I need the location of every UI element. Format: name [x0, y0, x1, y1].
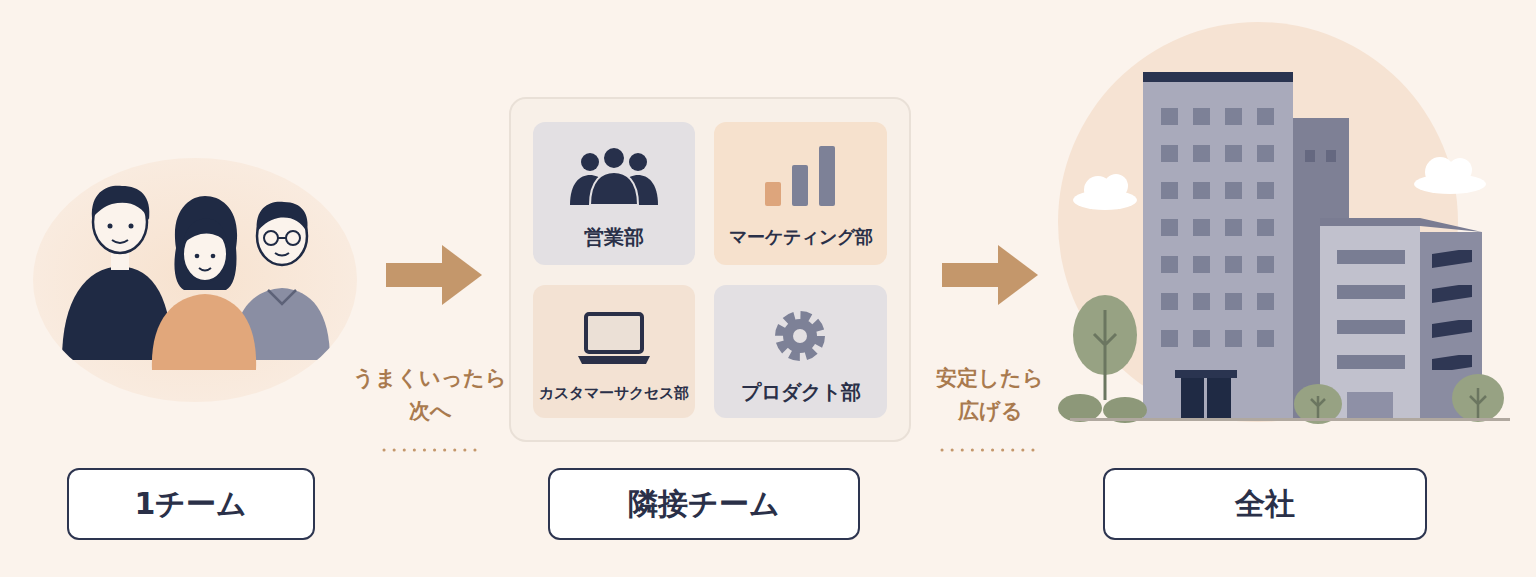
bar-chart-icon — [765, 182, 781, 206]
department-tile: カスタマーサクセス部 — [533, 285, 695, 418]
people-icon — [570, 175, 610, 205]
annex-door — [1347, 392, 1393, 420]
bush — [1452, 374, 1504, 422]
cloud — [1073, 174, 1137, 210]
bar-chart-icon — [765, 146, 835, 206]
dotted-rule — [384, 449, 1034, 452]
stage-arrow — [442, 245, 482, 305]
person-mouth — [275, 253, 289, 256]
person-glasses — [264, 231, 278, 245]
ground-line — [1070, 418, 1510, 421]
team-backdrop — [33, 158, 357, 402]
step-condition: 安定したら 広げる — [936, 362, 1044, 427]
side-window — [1305, 150, 1315, 162]
annex-side-windows — [1432, 250, 1472, 370]
annex — [1320, 218, 1420, 420]
tower-windows — [1161, 108, 1274, 348]
gear-icon — [783, 319, 817, 353]
annex-roof — [1320, 218, 1482, 232]
stage-label-box: 隣接チーム — [548, 468, 860, 540]
annex-windows — [1337, 250, 1405, 370]
stage-arrow — [942, 263, 1002, 287]
cloud — [1414, 157, 1486, 194]
stage-arrow — [998, 245, 1038, 305]
department-tile: プロダクト部 — [714, 285, 887, 418]
laptop-icon — [578, 314, 650, 364]
company-illustration — [1058, 22, 1510, 424]
door-split — [1204, 378, 1207, 420]
gear-icon — [781, 317, 819, 355]
stage-name: 全社 — [1235, 486, 1295, 522]
department-tile: マーケティング部 — [714, 122, 887, 265]
bar-chart-icon — [819, 146, 835, 206]
person-eye — [195, 254, 200, 259]
tree — [1058, 295, 1147, 423]
department-name: プロダクト部 — [741, 380, 861, 404]
dotted-rule — [942, 449, 1034, 452]
people-icon — [603, 147, 625, 169]
stage-label-box: 1チーム — [67, 468, 315, 540]
dotted-rule — [384, 449, 476, 452]
people-icon — [618, 175, 658, 205]
department-name: カスタマーサクセス部 — [539, 384, 689, 402]
bush — [1470, 388, 1486, 420]
bar-chart-icon — [792, 165, 808, 206]
bush — [1452, 374, 1504, 422]
person-hair — [257, 202, 308, 232]
person-glasses — [286, 231, 300, 245]
people-icon — [590, 172, 638, 205]
stage-arrow — [386, 263, 446, 287]
tree — [1058, 394, 1102, 422]
gear-icon — [793, 329, 807, 343]
team-panel — [510, 98, 910, 441]
team-illustration — [33, 158, 357, 402]
tower — [1143, 72, 1293, 420]
tower-roof — [1143, 72, 1293, 82]
department-tile: 営業部 — [533, 122, 695, 265]
person-mouth — [112, 240, 128, 243]
person-mouth — [199, 268, 211, 271]
people-icon — [629, 153, 647, 171]
tree — [1094, 310, 1116, 400]
department-name: マーケティング部 — [729, 226, 873, 248]
gear-icon — [781, 317, 819, 355]
person-collar — [268, 290, 296, 304]
person-eye — [108, 224, 113, 229]
door — [1181, 378, 1231, 420]
person-body — [152, 294, 256, 370]
people-icon — [581, 153, 599, 171]
cloud — [1448, 158, 1472, 182]
stage-name: 隣接チーム — [628, 486, 780, 522]
step-condition: うまくいったら 次へ — [353, 362, 507, 427]
department-name: 営業部 — [584, 225, 644, 249]
stage-arrow — [942, 245, 1038, 305]
person-glasses — [278, 237, 286, 239]
people — [62, 186, 330, 370]
person-fringe — [183, 219, 228, 244]
laptop-icon — [578, 356, 650, 364]
person-hair — [174, 196, 237, 290]
bush — [1311, 396, 1325, 420]
laptop-icon — [586, 314, 642, 352]
person-eye — [211, 254, 216, 259]
stage-arrow — [386, 245, 482, 305]
person-eye — [129, 224, 134, 229]
stage-label-box: 全社 — [1103, 468, 1427, 540]
cloud — [1104, 174, 1128, 198]
side-window — [1326, 150, 1336, 162]
stage-name: 1チーム — [135, 486, 248, 522]
person-glasses — [264, 231, 300, 245]
person-hair — [92, 186, 150, 220]
door-canopy — [1175, 370, 1237, 378]
people-icon — [570, 147, 658, 205]
